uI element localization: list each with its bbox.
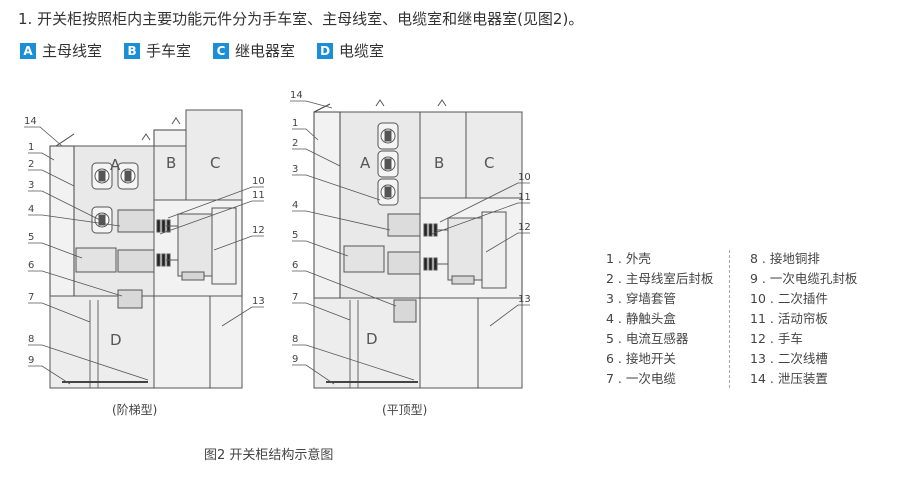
callout-9: 9 [292,354,298,365]
callout-2: 2 [292,138,298,149]
compartment-b-label: B [166,154,176,172]
compartment-c-label: C [210,154,220,172]
diagram-flat-leaders [290,100,530,385]
callout-8: 8 [28,334,34,345]
caption-flat: (平顶型) [382,403,427,417]
diagram-stepped [49,109,243,389]
part-item: 4 . 静触头盒 [606,311,676,326]
callout-4: 4 [292,200,298,211]
parts-list-col-1: 1 . 外壳 2 . 主母线室后封板 3 . 穿墙套管 4 . 静触头盒 5 .… [606,249,736,389]
diagram-flat [313,99,523,389]
parts-list-divider [729,250,730,388]
legend-badge-d: D [317,42,334,59]
intro-text: 1. 开关柜按照柜内主要功能元件分为手车室、主母线室、电缆室和继电器室(见图2)… [18,10,584,28]
part-item: 14 . 泄压装置 [750,371,828,386]
part-item: 10 . 二次插件 [750,291,828,306]
part-item: 7 . 一次电缆 [606,371,676,386]
callout-12: 12 [252,225,265,236]
legend-label-a: 主母线室 [42,42,103,60]
diagram-flat-labels: A B C D [360,154,494,348]
callout-5: 5 [28,232,34,243]
compartment-c-label: C [484,154,494,172]
legend-item-d: D 电缆室 [317,40,384,61]
callout-10: 10 [252,176,265,187]
part-item: 9 . 一次电缆孔封板 [750,271,858,286]
legend-item-c: C 继电器室 [213,40,295,61]
callout-3: 3 [28,180,34,191]
callout-13: 13 [518,294,531,305]
callout-3: 3 [292,164,298,175]
compartment-d-label: D [110,331,122,349]
callout-2: 2 [28,159,34,170]
callout-5: 5 [292,230,298,241]
parts-list-col-2: 8 . 接地铜排 9 . 一次电缆孔封板 10 . 二次插件 11 . 活动帘板… [750,249,880,389]
legend-badge-c: C [213,42,230,59]
callout-6: 6 [292,260,298,271]
legend-item-b: B 手车室 [124,40,191,61]
part-item: 2 . 主母线室后封板 [606,271,714,286]
part-item: 12 . 手车 [750,331,803,346]
callout-11: 11 [518,192,531,203]
caption-stepped: (阶梯型) [112,403,157,417]
legend-label-d: 电缆室 [339,42,385,60]
part-item: 1 . 外壳 [606,251,651,266]
callout-10: 10 [518,172,531,183]
legend-label-b: 手车室 [146,42,192,60]
part-item: 3 . 穿墙套管 [606,291,676,306]
legend-badge-a: A [20,42,36,59]
callout-8: 8 [292,334,298,345]
figure-title: 图2 开关柜结构示意图 [204,448,334,463]
part-item: 8 . 接地铜排 [750,251,820,266]
diagram-stepped-leaders [24,126,264,385]
legend-badge-b: B [124,42,141,59]
callout-11: 11 [252,190,265,201]
callout-6: 6 [28,260,34,271]
part-item: 6 . 接地开关 [606,351,676,366]
callout-7: 7 [28,292,34,303]
callout-1: 1 [292,118,298,129]
callout-7: 7 [292,292,298,303]
callout-13: 13 [252,296,265,307]
callout-4: 4 [28,204,34,215]
callout-12: 12 [518,222,531,233]
diagram-flat-callouts: 14 1 2 3 4 5 6 7 8 9 10 11 12 13 [290,90,531,365]
part-item: 11 . 活动帘板 [750,311,828,326]
compartment-b-label: B [434,154,444,172]
diagram-stepped-callouts: 14 1 2 3 4 5 6 7 8 9 10 11 12 13 [24,116,265,366]
part-item: 5 . 电流互感器 [606,331,689,346]
part-item: 13 . 二次线槽 [750,351,828,366]
callout-1: 1 [28,142,34,153]
legend-label-c: 继电器室 [235,42,296,60]
diagram-stepped-labels: A B C D [110,154,220,349]
compartment-a-label: A [360,154,371,172]
compartment-d-label: D [366,330,378,348]
callout-14: 14 [290,90,303,101]
legend-item-a: A 主母线室 [20,40,102,61]
callout-14: 14 [24,116,37,127]
callout-9: 9 [28,355,34,366]
compartment-a-label: A [110,156,121,174]
compartment-legend: A 主母线室 B 手车室 C 继电器室 D 电缆室 [20,40,384,61]
